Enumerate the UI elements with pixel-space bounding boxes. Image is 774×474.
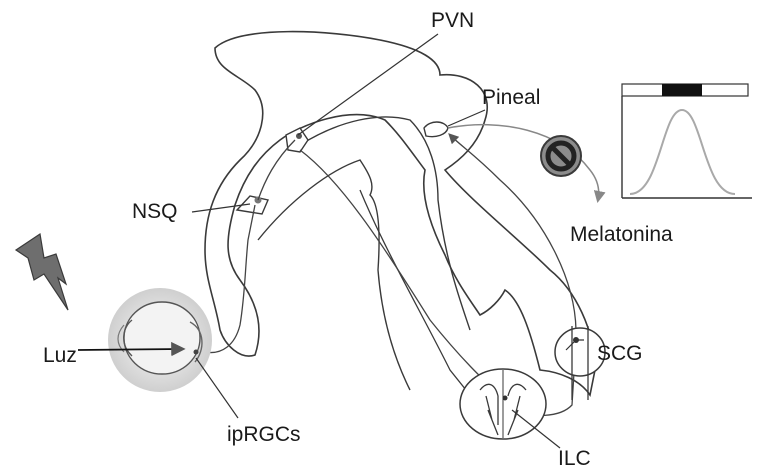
iprgcs-leader-line	[196, 358, 238, 418]
spinal-cord-section	[460, 369, 546, 439]
ilc-label: ILC	[558, 448, 591, 469]
inner-contour-1	[258, 160, 410, 390]
dark-period-block	[662, 84, 702, 96]
pineal-gland	[424, 122, 448, 137]
no-sign-icon	[541, 136, 581, 176]
light-input-arrow	[78, 349, 182, 350]
scg-label: SCG	[597, 343, 643, 364]
eye-icon	[108, 288, 212, 392]
melatonina-label: Melatonina	[570, 224, 673, 245]
brainstem-contour	[360, 190, 470, 395]
nsq-label: NSQ	[132, 201, 178, 222]
inner-contour-2	[300, 117, 470, 330]
melatonin-profile-inset	[622, 84, 752, 198]
luz-label: Luz	[43, 345, 77, 366]
pvn-ilc-tract	[300, 150, 510, 405]
melatonin-curve	[630, 110, 735, 194]
pineal-label: Pineal	[482, 87, 540, 108]
lightning-bolt-icon	[16, 234, 68, 310]
pineal-leader-line	[448, 110, 485, 126]
pvn-label: PVN	[431, 10, 474, 31]
pvn-leader-line	[298, 34, 438, 135]
iprgcs-label: ipRGCs	[227, 424, 301, 445]
pvn-nucleus	[286, 128, 308, 152]
